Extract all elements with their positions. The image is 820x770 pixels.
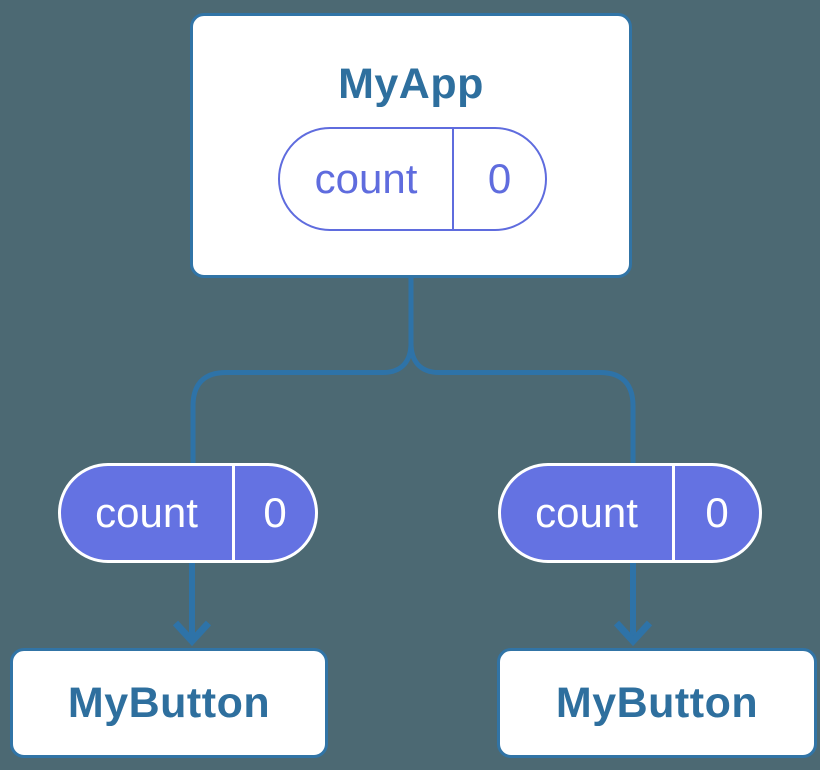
state-pill-mybutton-left: count 0 xyxy=(58,463,318,563)
state-pill-myapp: count 0 xyxy=(278,127,547,231)
branch-connector-left xyxy=(190,277,414,464)
node-mybutton-left: MyButton xyxy=(10,648,328,758)
state-name-label: count xyxy=(314,155,418,202)
node-mybutton-right: MyButton xyxy=(497,648,817,758)
arrow-right-head-icon xyxy=(613,620,653,647)
node-myapp-title: MyApp xyxy=(338,60,484,108)
arrow-left-head-icon xyxy=(172,620,212,647)
node-myapp: MyApp count 0 xyxy=(190,13,632,278)
node-mybutton-title: MyButton xyxy=(67,678,271,727)
state-name-label: count xyxy=(95,489,198,536)
state-value: 0 xyxy=(672,466,759,560)
state-name-label: count xyxy=(535,489,638,536)
node-mybutton-title: MyButton xyxy=(555,678,759,727)
state-value: 0 xyxy=(232,466,315,560)
state-pill-mybutton-right: count 0 xyxy=(498,463,762,563)
branch-connector-right xyxy=(408,277,636,464)
state-value: 0 xyxy=(452,129,545,229)
